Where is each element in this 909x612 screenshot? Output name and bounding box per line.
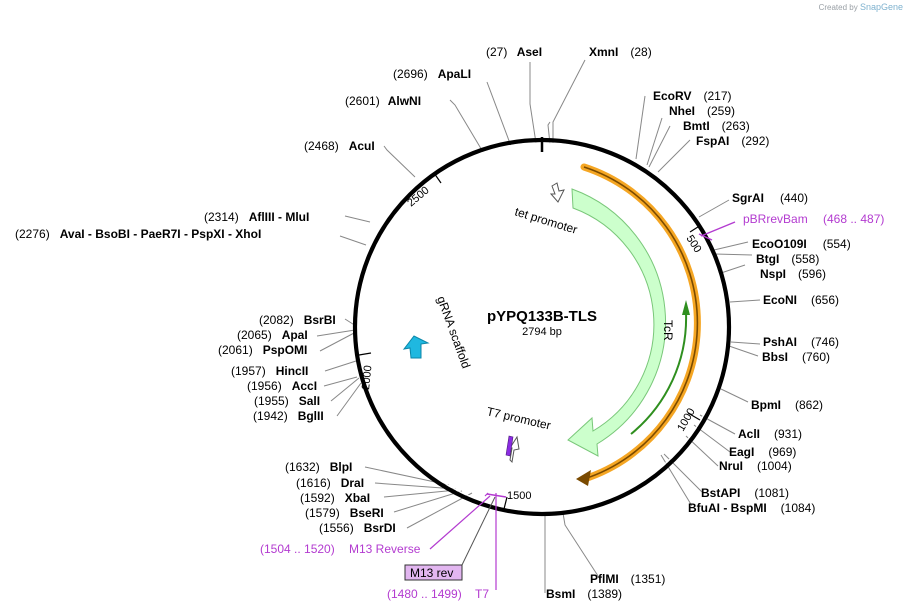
primer-m13-rev-box: M13 rev: [404, 496, 496, 581]
tcr-label: TcR: [661, 320, 675, 341]
site-labels: (27) AseI XmnI(28) (2696)ApaLI (2601)Alw…: [15, 45, 851, 601]
site-nspi: NspI(596): [760, 267, 826, 281]
site-eco0109i: EcoO109I(554): [752, 237, 851, 251]
site-avai: (2276)AvaI - BsoBI - PaeR7I - PspXI - Xh…: [15, 227, 261, 241]
tcr-feature-arrow: [567, 188, 667, 457]
plasmid-name: pYPQ133B-TLS: [487, 308, 597, 325]
primer-t7: (1480 .. 1499) T7: [387, 493, 507, 601]
site-btgi: BtgI(558): [756, 252, 819, 266]
site-alwni: (2601)AlwNI: [345, 94, 421, 108]
site-bstapi: BstAPI(1081): [701, 486, 789, 500]
site-bglii: (1942)BglII: [253, 409, 324, 423]
snapgene-credit: Created by SnapGene: [819, 2, 903, 12]
site-apali: (2696)ApaLI: [393, 67, 471, 81]
scale-ticks: [358, 172, 702, 510]
site-nhei: NheI(259): [669, 104, 735, 118]
site-apai: (2065)ApaI: [237, 328, 308, 342]
site-eagi: EagI(969): [729, 445, 796, 459]
tick-label-500: 500: [683, 233, 703, 255]
t7-primer-name: T7: [475, 587, 489, 601]
site-pspomi: (2061)PspOMI: [218, 343, 307, 357]
site-xbai: (1592)XbaI: [300, 491, 370, 505]
m13-reverse-range: (1504 .. 1520): [260, 542, 335, 556]
tet-promoter-label: tet promoter: [513, 204, 579, 236]
site-fspai: FspAI(292): [696, 134, 769, 148]
site-ecorv: EcoRV(217): [653, 89, 731, 103]
site-bbsi: BbsI(760): [762, 350, 830, 364]
site-hincii: (1957)HincII: [231, 364, 308, 378]
snapgene-logo: SnapGene: [859, 2, 903, 12]
site-pshai: PshAI(746): [763, 335, 839, 349]
green-orf-line: [630, 311, 688, 435]
site-sali: (1955)SalI: [254, 394, 320, 408]
grna-scaffold-arrow: [402, 335, 430, 359]
t7-primer-range: (1480 .. 1499): [387, 587, 462, 601]
site-acli: AclI(931): [738, 427, 802, 441]
site-bseri: (1579)BseRI: [305, 506, 384, 520]
plasmid-length: 2794 bp: [522, 326, 562, 338]
m13-rev-box-label: M13 rev: [410, 566, 453, 580]
credit-prefix: Created by: [818, 3, 858, 12]
site-econi: EcoNI(656): [763, 293, 839, 307]
site-bfuai: BfuAI - BspMI(1084): [688, 501, 815, 515]
site-drai: (1616)DraI: [296, 476, 364, 490]
tcr-orf-line: [583, 166, 699, 480]
tick-label-1500: 1500: [507, 490, 531, 502]
green-orf-arrowhead: [682, 300, 690, 315]
site-bpmi: BpmI(862): [751, 398, 823, 412]
site-bmti: BmtI(263): [683, 119, 750, 133]
primer-pbrrevbam: pBRrevBam (468 .. 487): [698, 212, 884, 241]
t7-promoter-marker: [505, 435, 514, 457]
site-asei: (27) AseI: [486, 45, 542, 59]
tet-promoter-arrow: [549, 182, 565, 203]
site-bsmi: BsmI(1389): [546, 587, 622, 601]
tick-label-2500: 2500: [405, 184, 431, 209]
site-afliii: (2314)AflIII - MluI: [204, 210, 309, 224]
site-sgrai: SgrAI(440): [732, 191, 808, 205]
t7-promoter-arrow: [509, 435, 520, 464]
site-bsrdi: (1556)BsrDI: [319, 521, 396, 535]
site-xmni: XmnI(28): [589, 45, 652, 59]
tick-label-2000: 2000: [360, 365, 374, 391]
m13-reverse-name: M13 Reverse: [349, 542, 421, 556]
t7-promoter-label: T7 promoter: [485, 404, 552, 432]
site-bsrbi: (2082)BsrBI: [259, 313, 336, 327]
primer-m13-reverse: (1504 .. 1520) M13 Reverse: [260, 492, 491, 556]
site-acui: (2468)AcuI: [304, 139, 375, 153]
pbrrevbam-range: (468 .. 487): [823, 212, 884, 226]
site-pflmi: PflMI(1351): [590, 572, 665, 586]
site-nrui: NruI(1004): [719, 459, 792, 473]
grna-scaffold-label: gRNA scaffold: [434, 294, 473, 370]
site-acci: (1956)AccI: [247, 379, 317, 393]
site-blpi: (1632)BlpI: [285, 460, 352, 474]
pbrrevbam-name: pBRrevBam: [743, 212, 808, 226]
tcr-orf-arrowhead: [576, 470, 591, 486]
